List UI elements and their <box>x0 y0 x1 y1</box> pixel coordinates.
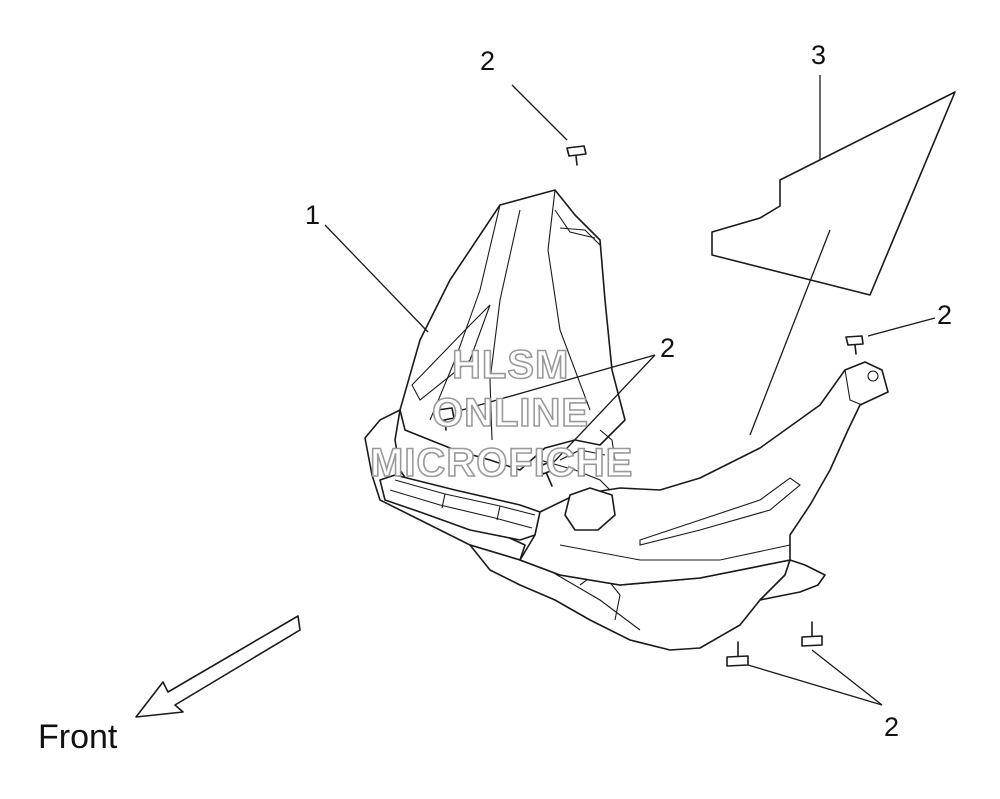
leader-lines <box>324 75 936 706</box>
part-2-screw-center-a <box>436 407 455 431</box>
part-2-screw-center-b <box>539 461 554 487</box>
front-arrow-icon <box>135 615 301 718</box>
callout-3: 3 <box>811 40 827 70</box>
watermark-line-3: MICROFICHE <box>369 441 634 485</box>
callout-1: 1 <box>305 200 321 230</box>
part-2-screw-right <box>845 335 864 355</box>
part-1-fairing <box>364 189 889 651</box>
callout-2-top: 2 <box>480 46 496 76</box>
part-2-screw-bottom-b <box>726 641 749 667</box>
callout-2-right: 2 <box>937 300 953 330</box>
front-label: Front <box>38 718 118 756</box>
part-2-screw-top <box>566 145 587 166</box>
part-3-shield <box>711 91 956 296</box>
part-2-screw-bottom-a <box>801 621 823 647</box>
callout-2-center: 2 <box>660 333 676 363</box>
watermark-line-2: ONLINE <box>431 391 590 435</box>
watermark-line-1: HLSM <box>451 343 570 387</box>
callout-2-bottom: 2 <box>884 712 900 742</box>
